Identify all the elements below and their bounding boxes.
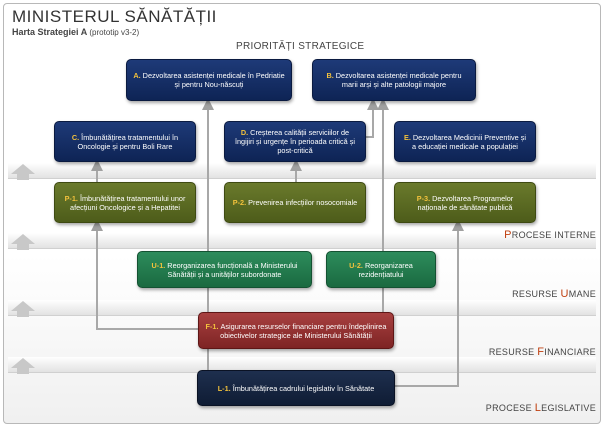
connector-l1-p3 — [395, 219, 464, 387]
section-title: PRIORITĂȚI STRATEGICE — [236, 41, 365, 52]
box-e-preventive[interactable]: E.Dezvoltarea Medicinii Preventive și a … — [394, 121, 536, 162]
up-arrow-icon — [11, 358, 35, 368]
page-subtitle: Harta Strategiei A (prototip v3-2) — [12, 27, 139, 37]
layer-label-legislative: PROCESE LEGISLATIVE — [485, 402, 596, 414]
box-d-critical-care[interactable]: D.Creșterea calității serviciilor de îng… — [224, 121, 366, 162]
subtitle-note: (prototip v3-2) — [89, 28, 140, 37]
box-f1-financial[interactable]: F-1.Asigurarea resurselor financiare pen… — [198, 312, 394, 349]
box-p3-programs[interactable]: P-3.Dezvoltarea Programelor naționale de… — [394, 182, 536, 223]
layer-band-processes — [8, 163, 596, 179]
connector-d-b — [365, 98, 379, 138]
layer-band-human — [8, 233, 596, 249]
box-p2-infections[interactable]: P-2.Prevenirea infecțiilor nosocomiale — [224, 182, 366, 223]
box-l1-legislation[interactable]: L-1.Îmbunătățirea cadrului legislativ în… — [197, 370, 395, 406]
up-arrow-icon — [11, 301, 35, 311]
box-u1-reorganization[interactable]: U-1.Reorganizarea funcțională a Minister… — [137, 251, 312, 288]
layer-label-financial: RESURSE FINANCIARE — [488, 346, 596, 358]
box-u2-residency[interactable]: U-2.Reorganizarea rezidențiatului — [326, 251, 436, 288]
box-b-burns[interactable]: B.Dezvoltarea asistenței medicale pentru… — [312, 59, 476, 101]
layer-label-processes: PROCESE INTERNE — [504, 229, 596, 241]
subtitle-main: Harta Strategiei A — [12, 27, 87, 37]
box-c-oncology[interactable]: C.Îmbunătățirea tratamentului în Oncolog… — [54, 121, 196, 162]
layer-label-human: RESURSE UMANE — [512, 288, 596, 300]
page-title: MINISTERUL SĂNĂTĂȚII — [12, 7, 217, 26]
up-arrow-stem — [17, 244, 29, 250]
box-p1-treatment[interactable]: P-1.Îmbunătățirea tratamentului unor afe… — [54, 182, 196, 223]
up-arrow-stem — [17, 368, 29, 374]
up-arrow-stem — [17, 311, 29, 317]
connector-f1-p1 — [91, 219, 198, 330]
up-arrow-stem — [17, 174, 29, 180]
box-a-pediatrics[interactable]: A.Dezvoltarea asistenței medicale în Ped… — [126, 59, 292, 101]
up-arrow-icon — [11, 234, 35, 244]
up-arrow-icon — [11, 164, 35, 174]
